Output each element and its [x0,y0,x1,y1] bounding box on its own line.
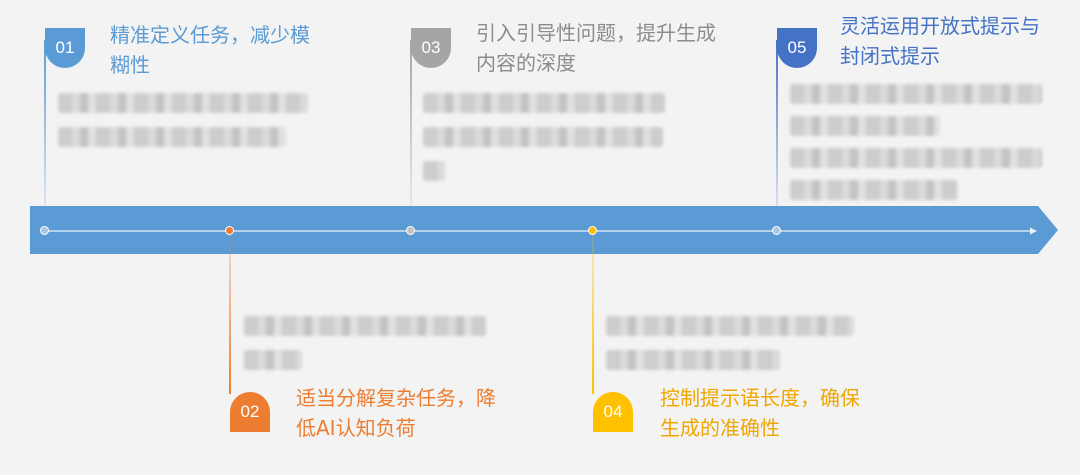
step-03-number: 03 [421,38,441,57]
step-04-text-blurred [606,350,780,370]
step-05-stem [776,40,778,206]
step-05-text-blurred [790,116,940,136]
step-04-number: 04 [603,402,623,421]
step-02-number: 02 [240,402,260,421]
step-03-text-blurred [423,161,445,181]
step-03-text-blurred [423,127,663,147]
step-03-stem [410,40,412,206]
timeline-line-arrowhead [1030,227,1037,235]
step-04-text-blurred [606,316,854,336]
step-05-dot [772,226,781,235]
step-05-text-blurred [790,148,1042,168]
step-02-text-blurred [244,316,486,336]
step-05-number: 05 [787,38,807,57]
step-02-text-blurred [244,350,302,370]
step-03-badge: 03 [411,28,451,68]
step-05-text-blurred [790,84,1042,104]
step-05-badge: 05 [777,28,817,68]
step-04-badge: 04 [593,392,633,432]
step-01-dot [40,226,49,235]
step-01-stem [44,40,46,206]
step-01-title: 精准定义任务，减少模糊性 [110,23,310,77]
step-05-title: 灵活运用开放式提示与封闭式提示 [840,14,1040,68]
step-03-dot [406,226,415,235]
step-02-badge: 02 [230,392,270,432]
step-04-title: 控制提示语长度，确保生成的准确性 [660,386,860,440]
step-02-stem [229,232,231,394]
step-01-badge: 01 [45,28,85,68]
step-02-dot [225,226,234,235]
timeline-bar [30,206,1058,254]
step-01-number: 01 [55,38,75,57]
step-03-text-blurred [423,93,665,113]
step-04-stem [592,232,594,394]
step-02-title: 适当分解复杂任务，降低AI认知负荷 [296,386,496,440]
step-04-dot [588,226,597,235]
step-01-text-blurred [58,93,308,113]
step-05-text-blurred [790,180,958,200]
step-03-title: 引入引导性问题，提升生成内容的深度 [476,21,716,75]
step-01-text-blurred [58,127,286,147]
